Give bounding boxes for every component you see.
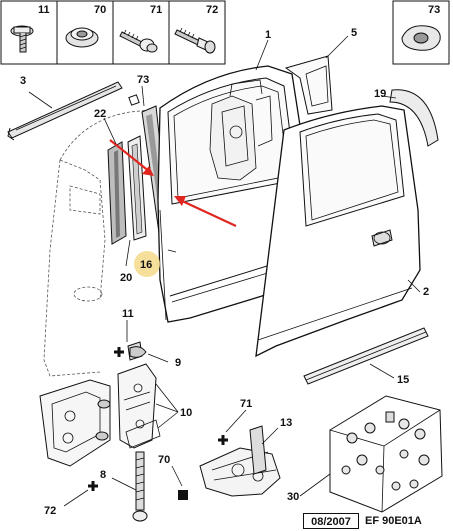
- part-1-door: [157, 65, 316, 323]
- callout-20: 20: [120, 272, 132, 284]
- footer-date: 08/2007: [303, 513, 359, 529]
- part-3-seal-strip: [7, 81, 123, 141]
- torx-bolt-icon: [10, 25, 34, 53]
- part-19-quarter-trim: [389, 89, 439, 147]
- flange-nut-icon: [65, 27, 99, 48]
- box-label-72: 72: [206, 4, 218, 16]
- callout-19: 19: [374, 88, 386, 100]
- leader-9: [147, 353, 169, 363]
- parts-box-11: 11: [0, 0, 58, 65]
- part-16-highlight: [134, 251, 160, 277]
- clip-icon: [401, 25, 441, 51]
- callout-9: 9: [175, 357, 181, 369]
- callout-labels: 1 5 3 73 19 22 16 20 2 11 9 15 71 10 13 …: [20, 27, 429, 517]
- parts-box-72: 72: [168, 0, 226, 65]
- callout-8: 8: [100, 469, 106, 481]
- box-label-71: 71: [150, 4, 162, 16]
- callout-3: 3: [20, 75, 26, 87]
- part-8-pin: [111, 451, 148, 522]
- red-arrows: [109, 139, 237, 227]
- callout-70: 70: [158, 454, 170, 466]
- part-13-door-check: [199, 425, 281, 497]
- hinge-lower: [39, 379, 111, 467]
- part-2-rear-door: [255, 105, 421, 358]
- callout-1: 1: [265, 29, 271, 41]
- callout-2: 2: [423, 286, 429, 298]
- leaders-10: [155, 383, 179, 429]
- part-72-marker: [63, 481, 98, 507]
- box-label-70: 70: [94, 4, 106, 16]
- parts-box-71: 71: [112, 0, 170, 65]
- callout-16: 16: [140, 259, 152, 271]
- part-71-marker: [218, 409, 247, 445]
- callout-73: 73: [137, 74, 149, 86]
- callout-72: 72: [44, 505, 56, 517]
- parts-box-70: 70: [56, 0, 114, 65]
- callout-71: 71: [240, 398, 252, 410]
- bolt-icon: [174, 27, 216, 54]
- part-15-molding: [303, 327, 429, 385]
- parts-box-73: 73: [392, 0, 450, 65]
- part-30-clip-kit: [299, 395, 443, 513]
- callout-11: 11: [122, 308, 134, 320]
- callout-30: 30: [287, 491, 299, 503]
- callout-15: 15: [397, 374, 409, 386]
- callout-22: 22: [94, 108, 106, 120]
- part-20-seal-strip: [127, 135, 147, 241]
- part-22-door-seal: [107, 141, 127, 245]
- footer-code: EF 90E01A: [365, 515, 422, 527]
- hinge-upper: [117, 341, 161, 449]
- part-5-frame-piece: [284, 55, 333, 115]
- part-11-marker: [114, 320, 147, 358]
- callout-13: 13: [280, 417, 292, 429]
- window-regulator: [209, 79, 273, 181]
- part-70-marker: [171, 465, 188, 500]
- callout-10: 10: [180, 407, 192, 419]
- callout-leaders: [103, 35, 421, 379]
- box-label-73: 73: [428, 4, 440, 16]
- box-label-11: 11: [38, 4, 50, 16]
- clips-group: [341, 411, 430, 491]
- car-body-outline: [43, 109, 151, 377]
- callout-5: 5: [351, 27, 357, 39]
- screw-icon: [119, 29, 158, 53]
